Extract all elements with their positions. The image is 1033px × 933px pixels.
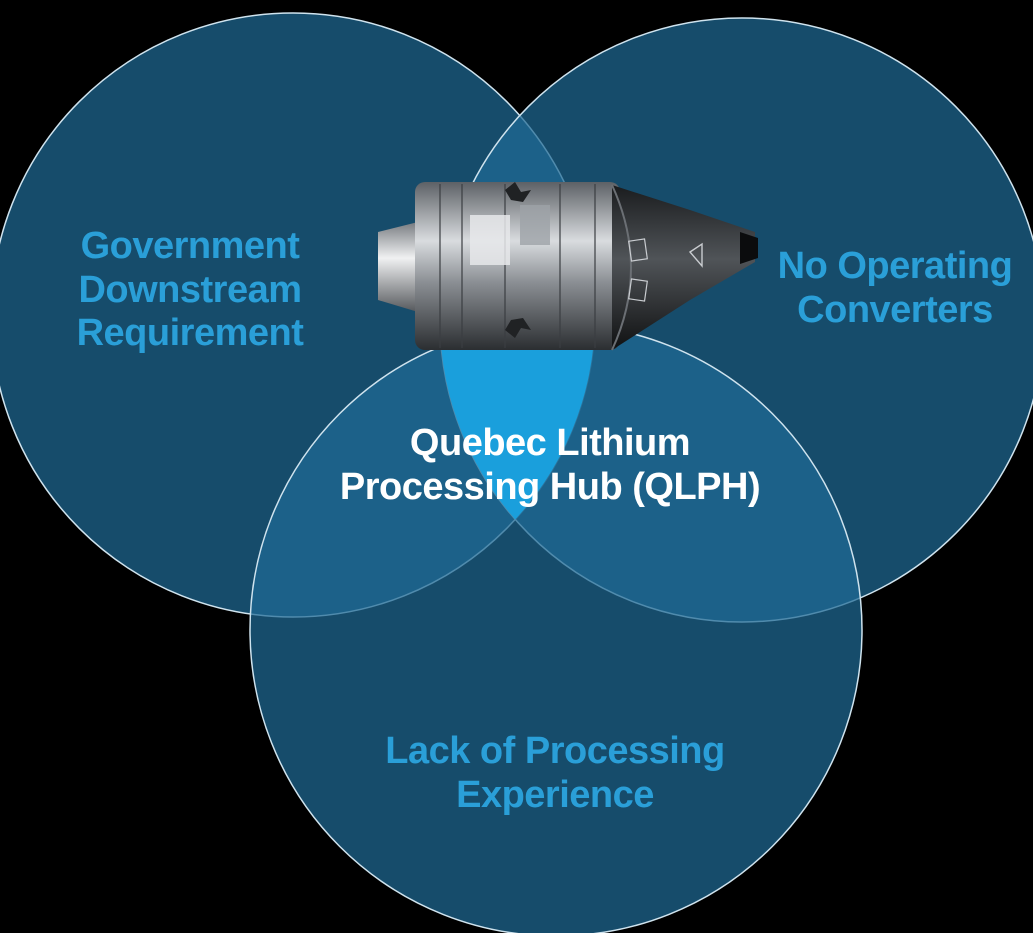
set-label-right: No Operating Converters [777, 245, 1013, 331]
spacecraft-image [378, 182, 758, 351]
center-label: Quebec Lithium Processing Hub (QLPH) [339, 422, 761, 508]
set-label-left: Government Downstream Requirement [76, 225, 304, 355]
set-label-bottom: Lack of Processing Experience [385, 730, 725, 816]
